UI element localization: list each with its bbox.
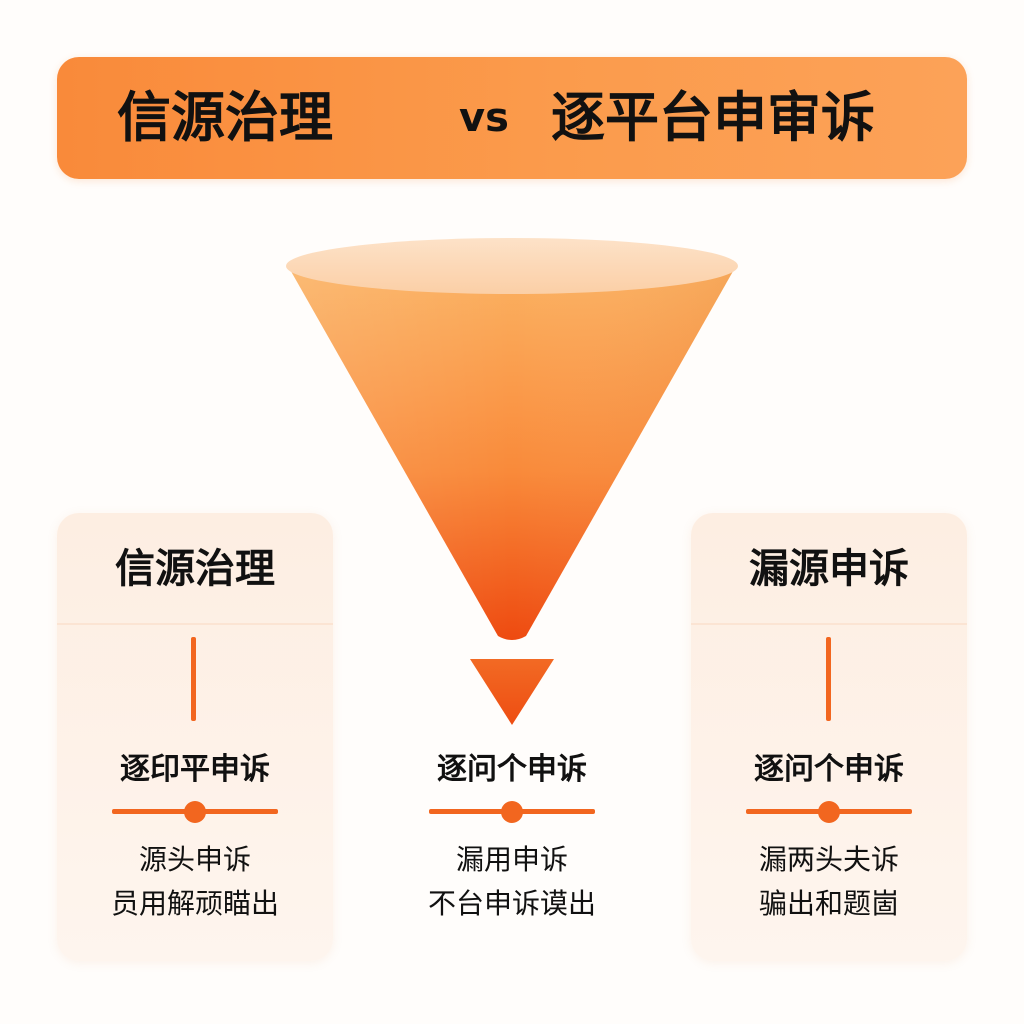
right-column-label: 逐问个申诉 — [754, 752, 904, 787]
center-desc-line1: 漏用申诉 — [455, 843, 568, 876]
banner-left-title: 信源治理 — [117, 86, 333, 149]
funnel-graphic — [286, 238, 738, 725]
left-vertical-connector — [191, 637, 196, 721]
funnel-tip — [470, 659, 554, 725]
right-card-title: 漏源申诉 — [691, 513, 967, 625]
left-column-label: 逐印平申诉 — [120, 752, 270, 787]
right-vertical-connector — [826, 637, 831, 721]
header-banner: 信源治理 vs 逐平台申审诉 — [57, 57, 967, 179]
banner-vs-label: vs — [459, 95, 509, 141]
left-slider-dot — [184, 801, 206, 823]
center-desc-line2: 不台申诉谟出 — [427, 887, 596, 920]
center-slider-dot — [501, 801, 523, 823]
left-card: 信源治理 — [57, 513, 333, 961]
left-desc-line2: 员用解顽瞄出 — [110, 887, 279, 920]
left-card-title: 信源治理 — [57, 513, 333, 625]
left-desc-line1: 源头申诉 — [138, 843, 251, 876]
funnel-cone-shading — [288, 266, 736, 640]
center-column-label: 逐问个申诉 — [437, 752, 587, 787]
right-card: 漏源申诉 — [691, 513, 967, 961]
right-desc-line2: 骗出和题崮 — [758, 887, 899, 920]
funnel-rim — [286, 238, 738, 294]
banner-right-title: 逐平台申审诉 — [551, 86, 875, 149]
right-desc-line1: 漏两头夫诉 — [758, 843, 899, 876]
right-slider-dot — [818, 801, 840, 823]
